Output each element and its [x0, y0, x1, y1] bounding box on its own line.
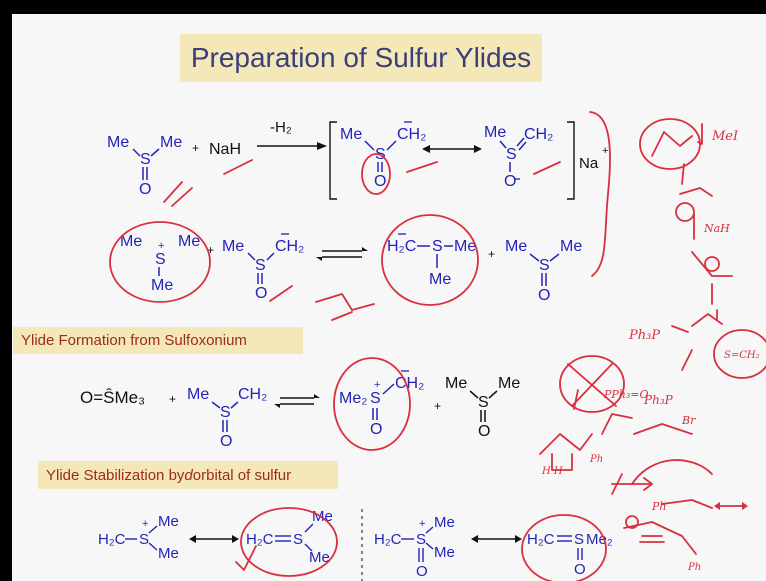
dmso2-o: O — [538, 287, 550, 304]
sulfonium-ylide-s: S — [432, 238, 443, 255]
h2-loss-label: -H₂ — [270, 119, 292, 136]
plus-sign-3: + — [488, 247, 495, 261]
section-label-sulfoxonium: Ylide Formation from Sulfoxonium — [13, 327, 303, 354]
dimsyl2-s: S — [220, 404, 231, 421]
ylide-a-me-bottom: Me — [158, 545, 179, 562]
dimsyl-o: O — [255, 285, 267, 302]
sodium-counterion: Na — [579, 155, 599, 172]
ylide-d-me2: Me₂ — [586, 531, 613, 548]
dmso3-s: S — [478, 394, 489, 411]
ylide-c-s: S — [416, 531, 426, 548]
ylide-me: Me — [340, 126, 362, 143]
plus-sign-1: + — [192, 141, 199, 155]
sulfonium-me-right: Me — [178, 233, 200, 250]
annotation-ph3po: PPh₃=O — [603, 388, 649, 401]
dimsyl2-o: O — [220, 433, 232, 450]
ylide2-s: S — [506, 146, 517, 163]
dimsyl-ch2: CH₂ — [275, 238, 304, 255]
annotation-nah: NaH — [703, 222, 730, 235]
sulfonium-s: S — [155, 251, 166, 268]
sulfonium-charge: + — [158, 240, 164, 252]
ylide-d-h2c: H₂C — [527, 531, 555, 548]
sodium-charge: + — [602, 145, 608, 157]
ylide-o: O — [374, 173, 386, 190]
ylide-a-me-top: Me — [158, 513, 179, 530]
ylide-b-me-top: Me — [312, 508, 333, 525]
dmso-me-right: Me — [160, 134, 182, 151]
chemistry-drawing: Me Me S O + NaH -H₂ Me CH₂ S O — [80, 111, 766, 581]
ylide-d-o: O — [574, 561, 586, 578]
annotation-br: Br — [681, 414, 696, 427]
dimsyl2-ch2: CH₂ — [238, 386, 267, 403]
annotation-ph-3: Ph — [687, 562, 701, 573]
ylide2-o: O — [504, 173, 516, 190]
ylide-d-s: S — [574, 531, 584, 548]
dmso2-s: S — [539, 257, 550, 274]
ylide-a-charge: + — [142, 518, 148, 530]
annotation-hh: H H — [541, 466, 563, 477]
annotation-mei: MeI — [711, 129, 739, 144]
dmso3-me-left: Me — [445, 375, 467, 392]
section-label-d-orbital: Ylide Stabilization by d orbital of sulf… — [38, 461, 338, 489]
dmso3-me-right: Me — [498, 375, 520, 392]
dmso-me-left: Me — [107, 134, 129, 151]
ylide-c-me-bottom: Me — [434, 544, 455, 561]
annotation-s-ch2: S=CH₂ — [724, 350, 760, 361]
sulfoxonium-ylide-ch2: CH₂ — [395, 375, 424, 392]
ylide-c-charge: + — [419, 518, 425, 530]
sulfonium-ylide-me-right: Me — [454, 238, 476, 255]
ylide-b-h2c: H₂C — [246, 531, 274, 548]
dmso-o: O — [139, 181, 151, 198]
plus-sign-2: + — [207, 243, 214, 257]
annotation-ph-2: Ph — [651, 500, 667, 513]
dmso2-me-right: Me — [560, 238, 582, 255]
ylide-b-me-bottom: Me — [309, 549, 330, 566]
ylide-a-s: S — [139, 531, 149, 548]
dimsyl-s: S — [255, 257, 266, 274]
section-label-prefix: Ylide Stabilization by — [46, 466, 185, 484]
plus-sign-4: + — [169, 392, 176, 406]
sulfoxonium-ylide-me2: Me₂ — [339, 390, 367, 407]
slide-title: Preparation of Sulfur Ylides — [180, 34, 542, 82]
plus-sign-5: + — [434, 399, 441, 413]
sulfonium-ylide-h2c: H₂C — [387, 238, 416, 255]
dmso-s: S — [140, 151, 151, 168]
ylide2-me: Me — [484, 124, 506, 141]
sulfonium-me-bottom: Me — [151, 277, 173, 294]
handwritten-annotations: MeI NaH Ph₃P S=CH₂ Ph₃P PPh₃=O — [109, 111, 766, 581]
annotation-ph-1: Ph — [589, 454, 603, 465]
sulfonium-ylide-me-bottom: Me — [429, 271, 451, 288]
dmso2-me-left: Me — [505, 238, 527, 255]
annotation-ph3p-2: Ph₃P — [643, 393, 674, 407]
annotation-ph3p: Ph₃P — [628, 328, 660, 343]
ylide-a-h2c: H₂C — [98, 531, 126, 548]
section-label-italic: d — [184, 466, 193, 484]
sulfoxonium-ylide-s: S — [370, 390, 381, 407]
ylide-c-h2c: H₂C — [374, 531, 402, 548]
section-label-suffix: orbital of sulfur — [192, 466, 292, 484]
dmso-molecule: Me Me S O — [107, 134, 182, 198]
ylide-c-o: O — [416, 563, 428, 580]
dimsyl2-me: Me — [187, 386, 209, 403]
sulfoxonium-salt: O=ŜMe₃ — [80, 388, 145, 407]
ylide2-ch2: CH₂ — [524, 126, 553, 143]
ylide-b-s: S — [293, 531, 303, 548]
dimsyl-me: Me — [222, 238, 244, 255]
dmso3-o: O — [478, 423, 490, 440]
nah-reagent: NaH — [209, 141, 241, 158]
ylide-ch2: CH₂ — [397, 126, 426, 143]
ylide-c-me-top: Me — [434, 514, 455, 531]
sulfoxonium-ylide-o: O — [370, 421, 382, 438]
sulfonium-me-left: Me — [120, 233, 142, 250]
sulfoxonium-ylide-charge: + — [374, 379, 380, 391]
slide-canvas: Preparation of Sulfur Ylides Ylide Forma… — [12, 14, 766, 581]
